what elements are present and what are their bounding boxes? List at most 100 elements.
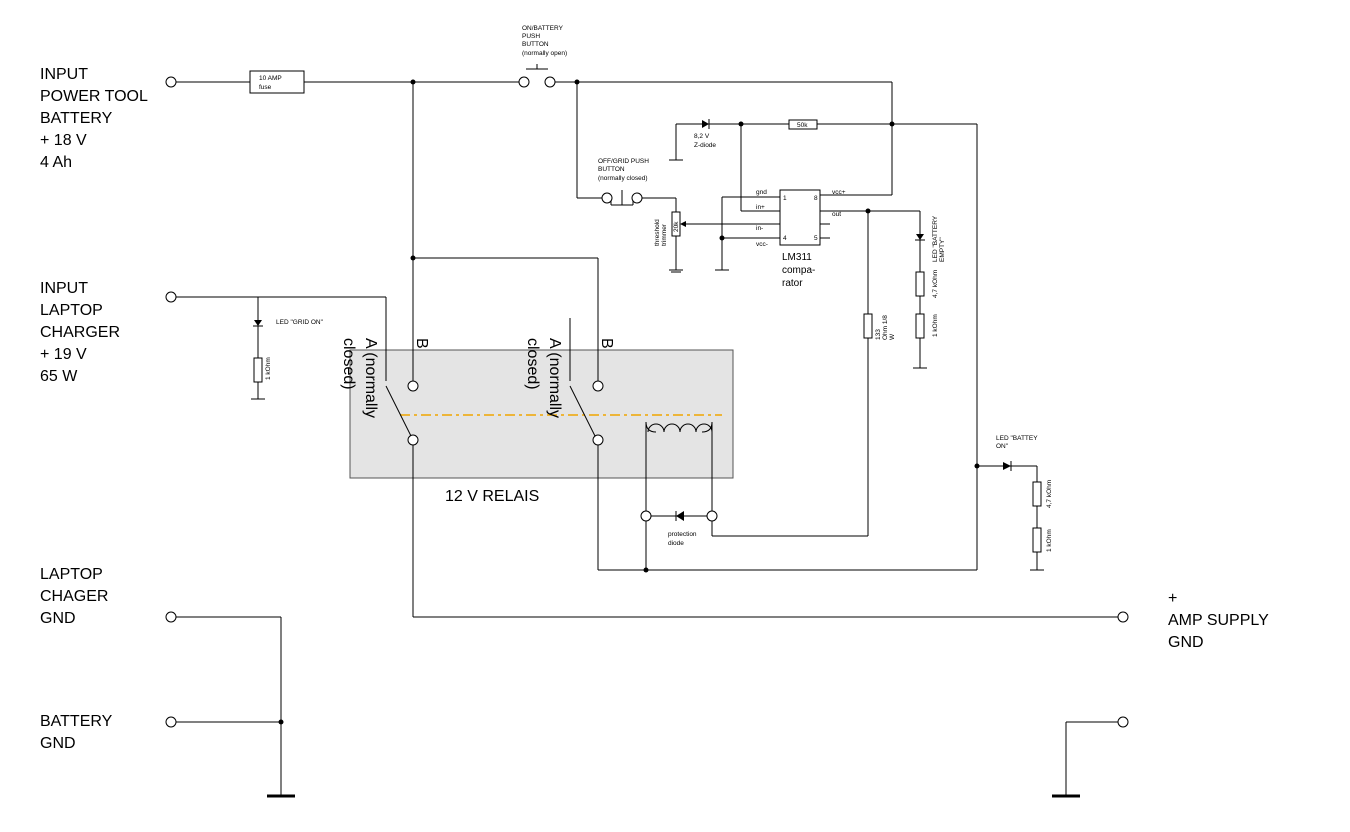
svg-text:B: B [413, 338, 430, 349]
relay-switches [385, 385, 596, 617]
terminals [165, 76, 1129, 728]
ground-wiring [176, 616, 1118, 798]
resistor-on-1 [1032, 481, 1042, 507]
svg-text:vcc-: vcc- [756, 241, 768, 248]
svg-text:OFF/GRID PUSH: OFF/GRID PUSH [598, 158, 649, 165]
svg-text:AMP SUPPLY: AMP SUPPLY [1168, 612, 1269, 629]
svg-text:CHAGER: CHAGER [40, 588, 108, 605]
svg-text:LM311: LM311 [782, 252, 812, 263]
svg-text:8,2 V: 8,2 V [694, 133, 710, 140]
svg-text:GND: GND [1168, 634, 1204, 651]
svg-text:4: 4 [783, 235, 787, 242]
svg-text:out: out [832, 211, 841, 218]
svg-text:closed): closed) [524, 338, 541, 390]
relay-body [349, 349, 734, 479]
trimmer-wiper [680, 221, 686, 227]
resistor-empty-2 [915, 313, 925, 339]
amp-supply-label: + AMP SUPPLY GND [1168, 590, 1269, 651]
battery-gnd-label: BATTERY GND [40, 713, 113, 752]
resistor-133-label: 133 Ohm 1/8 W [875, 315, 896, 340]
junction-dots [278, 79, 980, 725]
zdiode-label: 8,2 V Z-diode [694, 133, 716, 149]
svg-text:INPUT: INPUT [40, 280, 88, 297]
svg-text:compa-: compa- [782, 265, 815, 276]
laptop-gnd-label: LAPTOP CHAGER GND [40, 566, 108, 627]
svg-text:LAPTOP: LAPTOP [40, 566, 103, 583]
svg-text:LED "BATTERY: LED "BATTERY [932, 215, 939, 262]
svg-text:133: 133 [875, 329, 882, 340]
relay-coil [647, 423, 713, 433]
comparator-pin-labels: gnd in+ in- vcc- 1 4 vcc+ out 8 5 [756, 189, 846, 248]
svg-text:LED "BATTEY: LED "BATTEY [996, 435, 1038, 442]
relay-contact-labels: A (normally closed) B A (normally closed… [340, 338, 615, 418]
svg-text:4 Ah: 4 Ah [40, 154, 72, 171]
trimmer-label: threshold trimmer 20k [654, 219, 680, 246]
led-on-chain [597, 123, 1044, 571]
protection-diode-label: protection diode [668, 531, 697, 547]
relay-label: 12 V RELAIS [445, 488, 539, 505]
svg-text:protection: protection [668, 531, 697, 538]
svg-text:INPUT: INPUT [40, 66, 88, 83]
svg-text:+: + [1168, 590, 1177, 607]
svg-text:BUTTON: BUTTON [598, 166, 625, 173]
off-button-label: OFF/GRID PUSH BUTTON (normally closed) [598, 158, 649, 182]
svg-text:in-: in- [756, 225, 763, 232]
svg-text:in+: in+ [756, 204, 765, 211]
resistor-on-1-label: 4,7 kOhm [1046, 480, 1053, 508]
svg-text:BATTERY: BATTERY [40, 713, 113, 730]
svg-text:trimmer: trimmer [661, 223, 668, 246]
comparator-label: LM311 compa- rator [782, 252, 815, 289]
svg-text:rator: rator [782, 278, 803, 289]
led-grid-label: LED "GRID ON" [276, 319, 324, 326]
svg-text:(normally closed): (normally closed) [598, 175, 648, 182]
fuse-label: 10 AMP fuse [259, 75, 282, 91]
resistor-on-2 [1032, 527, 1042, 553]
resistor-empty-2-label: 1 kOhm [932, 314, 939, 337]
resistor-50k-label: 50k [797, 122, 808, 129]
svg-text:65 W: 65 W [40, 368, 78, 385]
resistor-133 [863, 313, 873, 339]
lm311-chip [779, 189, 821, 246]
svg-text:BATTERY: BATTERY [40, 110, 113, 127]
svg-text:8: 8 [814, 195, 818, 202]
svg-text:5: 5 [814, 235, 818, 242]
svg-text:Z-diode: Z-diode [694, 142, 716, 149]
svg-text:BUTTON: BUTTON [522, 41, 549, 48]
resistor-grid-label: 1 kOhm [265, 357, 272, 380]
svg-text:PUSH: PUSH [522, 33, 540, 40]
svg-text:gnd: gnd [756, 189, 767, 196]
svg-text:+ 19 V: + 19 V [40, 346, 87, 363]
resistor-50k [788, 119, 818, 130]
svg-text:diode: diode [668, 540, 684, 547]
resistor-grid [253, 357, 263, 383]
svg-text:LAPTOP: LAPTOP [40, 302, 103, 319]
resistor-empty-1-label: 4,7 kOhm [932, 270, 939, 298]
on-button-label: ON/BATTERY PUSH BUTTON (normally open) [522, 25, 567, 57]
svg-text:B: B [598, 338, 615, 349]
svg-text:ON/BATTERY: ON/BATTERY [522, 25, 564, 32]
svg-text:A (normally: A (normally [546, 338, 563, 418]
svg-text:20k: 20k [673, 221, 680, 232]
svg-text:GND: GND [40, 735, 76, 752]
svg-text:EMPTY": EMPTY" [939, 237, 946, 262]
svg-text:+ 18 V: + 18 V [40, 132, 87, 149]
svg-text:ON": ON" [996, 443, 1009, 450]
svg-text:CHARGER: CHARGER [40, 324, 120, 341]
svg-text:1: 1 [783, 195, 787, 202]
svg-text:(normally open): (normally open) [522, 50, 567, 57]
resistor-empty-1 [915, 271, 925, 297]
svg-text:POWER TOOL: POWER TOOL [40, 88, 148, 105]
svg-text:10 AMP: 10 AMP [259, 75, 282, 82]
svg-text:closed): closed) [340, 338, 357, 390]
svg-text:A (normally: A (normally [362, 338, 379, 418]
fuse [249, 70, 305, 94]
svg-text:fuse: fuse [259, 84, 272, 91]
svg-text:Ohm 1/8: Ohm 1/8 [882, 315, 889, 340]
input-battery-label: INPUT POWER TOOL BATTERY + 18 V 4 Ah [40, 66, 148, 171]
svg-text:threshold: threshold [654, 219, 661, 246]
input-charger-label: INPUT LAPTOP CHARGER + 19 V 65 W [40, 280, 120, 385]
charger-input-wiring [176, 296, 571, 400]
svg-text:W: W [889, 333, 896, 340]
svg-text:vcc+: vcc+ [832, 189, 846, 196]
